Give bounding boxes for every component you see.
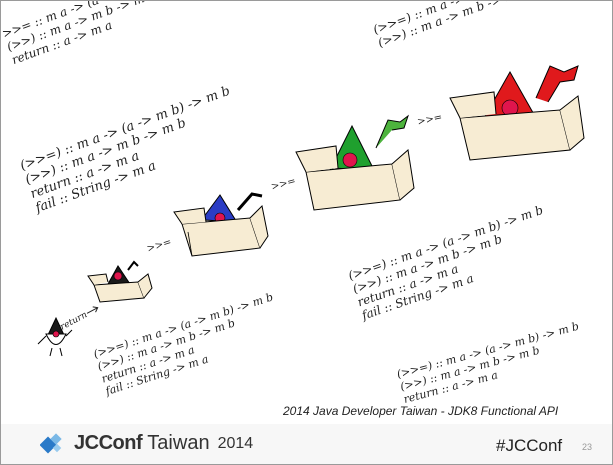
brand-year: 2014 xyxy=(217,434,254,452)
box-blue-duke xyxy=(173,192,269,257)
box-green-duke xyxy=(295,114,415,211)
brand-taiwan: Taiwan xyxy=(142,432,210,454)
slide-caption: 2014 Java Developer Taiwan - JDK8 Functi… xyxy=(283,404,559,418)
monad-text-bottom: (>>=) :: m a -> (a -> m b) -> m b (>>) :… xyxy=(92,290,275,398)
bind-label: >>= xyxy=(146,237,173,255)
monad-text-top-left: >>= :: m a -> (a -> m b) -> m b (>>) :: … xyxy=(0,0,189,67)
duke-black xyxy=(37,316,73,357)
monad-text-left: (>>=) :: m a -> (a -> m b) -> m b (>>) :… xyxy=(18,84,232,217)
box-black-duke xyxy=(87,260,153,303)
bind-label: >>= xyxy=(270,176,297,193)
return-label: return xyxy=(59,310,90,333)
monad-text-bottom-right: (>>=) :: m a -> (a -> m b) -> m b (>>) :… xyxy=(395,320,580,406)
bind-label: >>= xyxy=(416,112,443,128)
brand-jc: JCConf xyxy=(74,432,143,454)
box-red-duke xyxy=(449,65,585,161)
brand-text: JCConf Taiwan xyxy=(74,432,210,455)
jcconf-mark-icon xyxy=(40,432,62,453)
monad-illustration: >>= :: m a -> (a -> m b) -> m b (>>) :: … xyxy=(0,0,585,406)
hashtag: #JCConf xyxy=(496,436,563,455)
monad-text-right: (>>=) :: m a -> (a -> m b) -> m b (>>) :… xyxy=(346,203,544,323)
monad-text-upper: (>>=) :: m a -> (a -> m b) -> m b (>>) :… xyxy=(371,0,568,50)
return-arrow: return xyxy=(59,306,99,333)
jcconf-logo: JCConf Taiwan 2014 xyxy=(40,432,253,455)
page-number: 23 xyxy=(582,442,593,452)
footer-bar xyxy=(0,424,613,465)
